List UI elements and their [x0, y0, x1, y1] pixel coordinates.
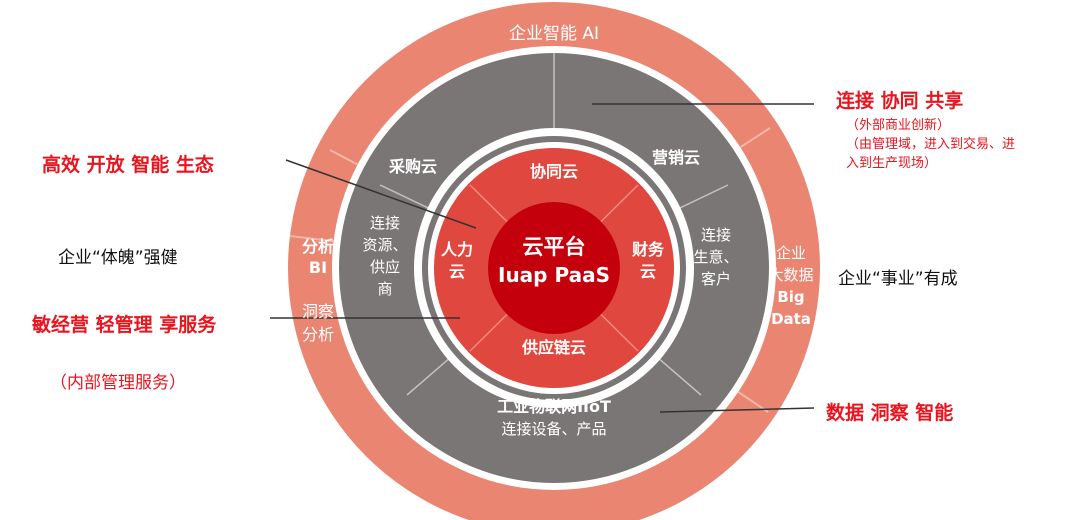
gongyinglian-cloud-label: 供应链云 [521, 338, 586, 357]
right-mid-label: 企业“事业”有成 [838, 269, 958, 289]
right-bottom-slogan: 数据 洞察 智能 [826, 402, 954, 424]
outer-left-title: 分析 [302, 237, 334, 256]
gray-left-l4: 商 [377, 280, 392, 298]
core-subtitle: Iuap PaaS [498, 263, 610, 287]
outer-left-line2: 分析 [302, 325, 334, 344]
gray-right-l3: 客户 [701, 270, 731, 288]
renli-cloud-l2: 云 [449, 262, 465, 281]
gray-left-l1: 连接 [370, 214, 400, 232]
outer-left-line1: 洞察 [302, 302, 334, 321]
outer-right-line1: 企业 [776, 244, 806, 262]
renli-cloud-l1: 人力 [441, 240, 473, 259]
gray-right-l1: 连接 [701, 226, 731, 244]
left-bottom-sub: （内部管理服务） [50, 373, 186, 393]
outer-top-label: 企业智能 AI [509, 24, 599, 44]
core-title: 云平台 [523, 235, 586, 259]
connector-lines [270, 103, 815, 413]
right-top-slogan: 连接 协同 共享 [836, 90, 964, 112]
outer-right-line4: Data [771, 310, 811, 328]
iiot-sub: 连接设备、产品 [501, 420, 606, 438]
gray-right-l2: 生意、 [693, 248, 738, 266]
yingxiao-cloud-label: 营销云 [652, 148, 700, 167]
outer-right-line2: 大数据 [768, 266, 813, 284]
outer-right-line3: Big [777, 288, 804, 306]
gray-left-l2: 资源、 [362, 236, 407, 254]
left-bottom-slogan: 敏经营 轻管理 享服务 [32, 314, 217, 336]
right-top-sub3: 入到生产现场） [846, 156, 938, 171]
caigou-cloud-label: 采购云 [388, 157, 437, 176]
core-circle [488, 202, 620, 334]
caiwu-cloud-l1: 财务 [631, 240, 665, 259]
xietong-cloud-label: 协同云 [530, 162, 578, 181]
iiot-title: 工业物联网IIoT [497, 397, 611, 416]
right-top-sub2: （由管理域，进入到交易、进 [846, 137, 1016, 152]
left-mid-label: 企业“体魄”强健 [58, 248, 178, 268]
left-top-slogan: 高效 开放 智能 生态 [42, 154, 214, 176]
right-top-sub1: （外部商业创新） [846, 118, 951, 133]
caiwu-cloud-l2: 云 [640, 262, 656, 281]
gray-left-l3: 供应 [370, 258, 400, 276]
outer-left-sub: BI [309, 258, 327, 277]
